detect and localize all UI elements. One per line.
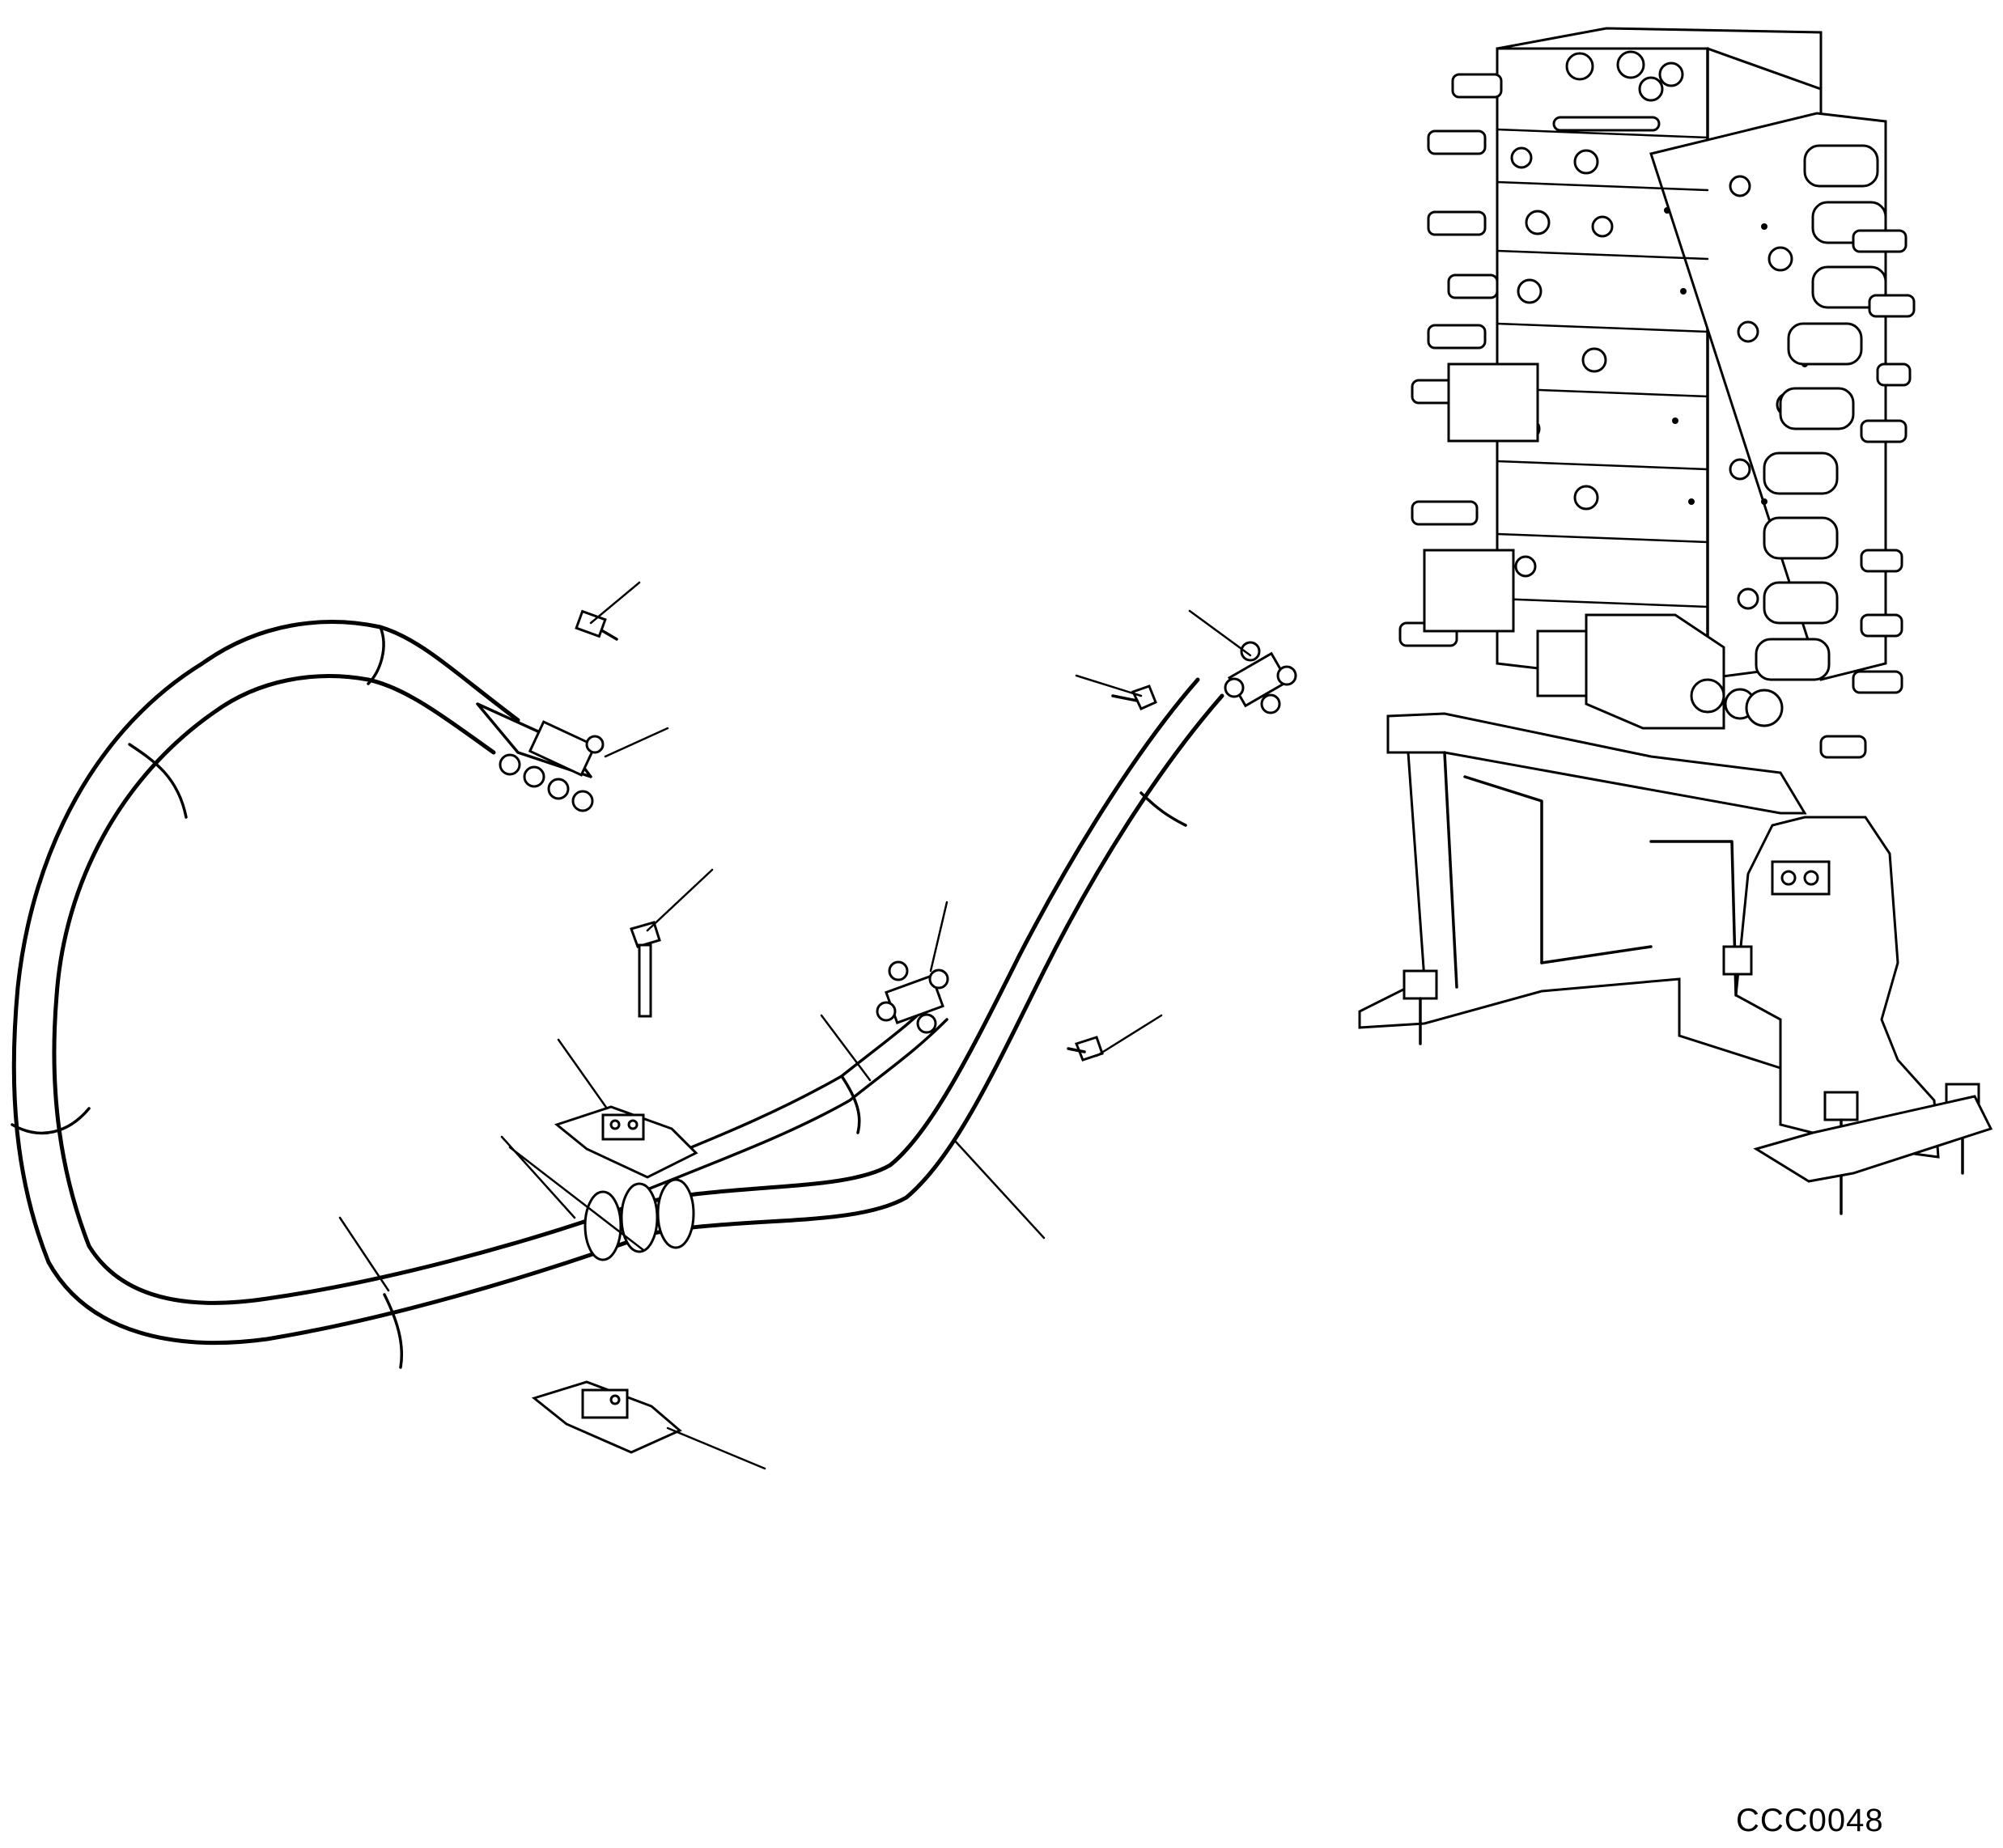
hose-assembly [11, 620, 642, 1369]
clamp-bracket [531, 1380, 682, 1454]
control-valve [1398, 27, 1916, 759]
clamp-bracket [554, 1105, 698, 1179]
bolt [1067, 1036, 1104, 1062]
leader-lines [338, 581, 1252, 1470]
pipe-assembly [584, 641, 1297, 1261]
bolt [575, 609, 618, 641]
drawing-code-label: CCC0048 [1736, 1803, 1884, 1838]
bolt [630, 921, 661, 1018]
bolt [1111, 685, 1157, 710]
valve-mounting-frame [1358, 712, 1993, 1215]
